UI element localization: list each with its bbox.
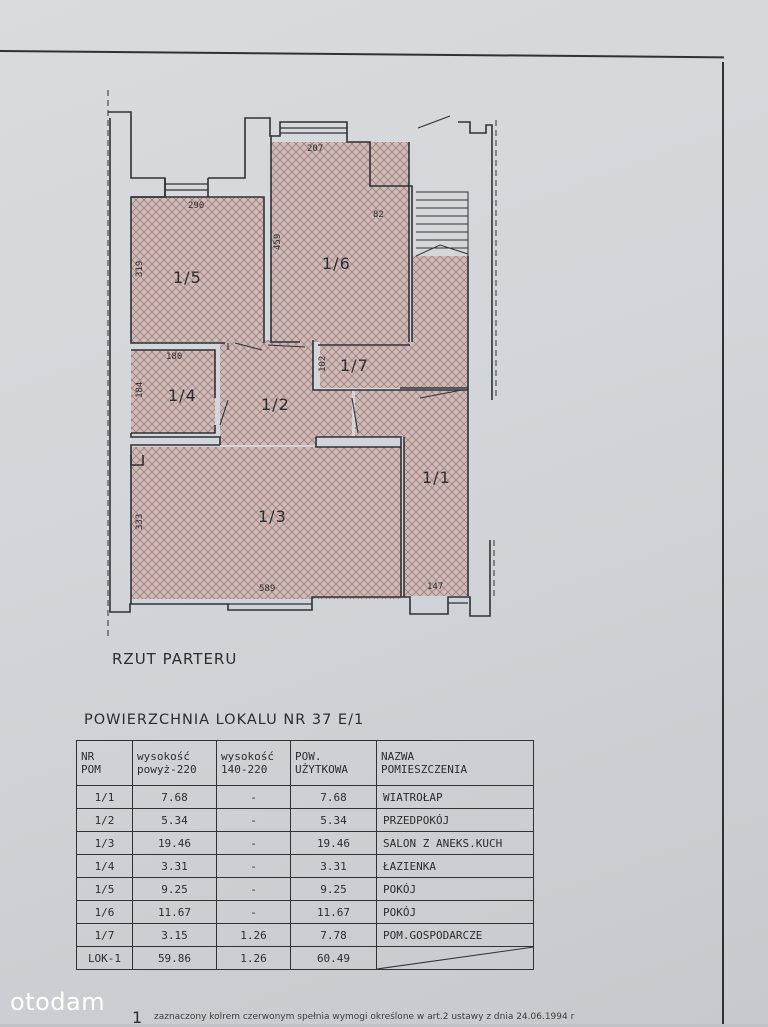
cell-pow: 11.67 xyxy=(290,900,377,924)
cell-nr: 1/4 xyxy=(76,854,133,878)
cell-h140: - xyxy=(216,854,291,878)
cell-h140: - xyxy=(216,808,291,832)
room-label-1-4: 1/4 xyxy=(168,386,197,405)
walls xyxy=(108,111,493,617)
door-swings xyxy=(219,115,463,434)
cell-h220: 3.31 xyxy=(132,854,217,878)
room-1-6-area xyxy=(271,142,409,342)
dimension-459: 459 xyxy=(273,233,283,250)
cell-h220: 5.34 xyxy=(132,808,217,832)
cell-nr: 1/7 xyxy=(76,923,133,947)
cell-total-nr: LOK-1 xyxy=(76,946,133,970)
stairs xyxy=(415,191,469,258)
dimension-333: 333 xyxy=(135,513,145,530)
dimension-147: 147 xyxy=(427,582,444,592)
table-row: 1/4 3.31 - 3.31 ŁAZIENKA xyxy=(76,854,534,878)
dimension-290: 290 xyxy=(188,201,205,211)
room-1-4-area xyxy=(131,350,215,433)
footnote-text: zaznaczony kolrem czerwonym spełnia wymo… xyxy=(154,1012,575,1022)
cell-total-name xyxy=(376,946,534,970)
cell-pow: 9.25 xyxy=(290,877,377,901)
cell-nr: 1/2 xyxy=(76,808,133,832)
cell-name: POKÓJ xyxy=(376,877,534,901)
cell-h220: 11.67 xyxy=(132,900,217,924)
dimension-184: 184 xyxy=(135,381,145,398)
cell-total-pow: 60.49 xyxy=(290,946,377,970)
cell-nr: 1/1 xyxy=(76,785,133,809)
cell-name: SALON Z ANEKS.KUCH xyxy=(376,831,534,855)
room-1-3-area xyxy=(131,447,401,599)
dimension-207: 207 xyxy=(307,144,324,154)
cell-h220: 9.25 xyxy=(132,877,217,901)
footnote-number: 1 xyxy=(132,1008,143,1027)
table-row: 1/1 7.68 - 7.68 WIATROŁAP xyxy=(76,785,534,809)
cell-nr: 1/3 xyxy=(76,831,133,855)
room-label-1-3: 1/3 xyxy=(258,507,287,526)
hatched-rooms xyxy=(131,142,468,599)
room-label-1-2: 1/2 xyxy=(261,395,290,414)
dimension-82: 82 xyxy=(373,210,384,220)
cell-h140: - xyxy=(216,785,291,809)
diagonal-strike xyxy=(377,947,533,969)
table-row: 1/3 19.46 - 19.46 SALON Z ANEKS.KUCH xyxy=(76,831,534,855)
cell-name: PRZEDPOKÓJ xyxy=(376,808,534,832)
cell-nr: 1/6 xyxy=(76,900,133,924)
room-1-5-area xyxy=(131,197,264,343)
table-title: POWIERZCHNIA LOKALU NR 37 E/1 xyxy=(84,712,365,728)
cell-h220: 3.15 xyxy=(132,923,217,947)
table-row: 1/5 9.25 - 9.25 POKÓJ xyxy=(76,877,534,901)
room-1-1-area xyxy=(355,390,468,596)
dimension-102: 102 xyxy=(318,355,328,372)
room-label-1-5: 1/5 xyxy=(173,268,202,287)
cell-name: POKÓJ xyxy=(376,900,534,924)
table-total-row: LOK-1 59.86 1.26 60.49 xyxy=(76,946,534,970)
cell-pow: 5.34 xyxy=(290,808,377,832)
room-label-1-1: 1/1 xyxy=(422,468,451,487)
windows xyxy=(165,127,468,605)
room-1-7-area xyxy=(320,256,468,388)
cell-total-h220: 59.86 xyxy=(132,946,217,970)
room-1-2-area xyxy=(220,340,352,445)
cell-h220: 19.46 xyxy=(132,831,217,855)
cell-h140: 1.26 xyxy=(216,923,291,947)
table-row: 1/2 5.34 - 5.34 PRZEDPOKÓJ xyxy=(76,808,534,832)
table-row: 1/6 11.67 - 11.67 POKÓJ xyxy=(76,900,534,924)
cell-pow: 7.68 xyxy=(290,785,377,809)
cell-h140: - xyxy=(216,831,291,855)
cell-h140: - xyxy=(216,877,291,901)
cell-pow: 3.31 xyxy=(290,854,377,878)
room-label-1-6: 1/6 xyxy=(322,254,351,273)
cell-nr: 1/5 xyxy=(76,877,133,901)
cell-h220: 7.68 xyxy=(132,785,217,809)
dimension-180: 180 xyxy=(166,352,183,362)
plan-title: RZUT PARTERU xyxy=(112,650,238,668)
cell-name: ŁAZIENKA xyxy=(376,854,534,878)
dimension-589: 589 xyxy=(259,584,276,594)
cell-pow: 7.78 xyxy=(290,923,377,947)
cell-pow: 19.46 xyxy=(290,831,377,855)
cell-h140: - xyxy=(216,900,291,924)
cell-name: WIATROŁAP xyxy=(376,785,534,809)
cell-name: POM.GOSPODARCZE xyxy=(376,923,534,947)
sheet-border-right xyxy=(722,62,724,1024)
cell-total-h140: 1.26 xyxy=(216,946,291,970)
dimension-319: 319 xyxy=(135,260,145,277)
header-usable-area: POW.UŻYTKOWA xyxy=(290,740,377,786)
otodom-watermark: otodam xyxy=(10,988,106,1016)
room-label-1-7: 1/7 xyxy=(340,356,369,375)
table-row: 1/7 3.15 1.26 7.78 POM.GOSPODARCZE xyxy=(76,923,534,947)
